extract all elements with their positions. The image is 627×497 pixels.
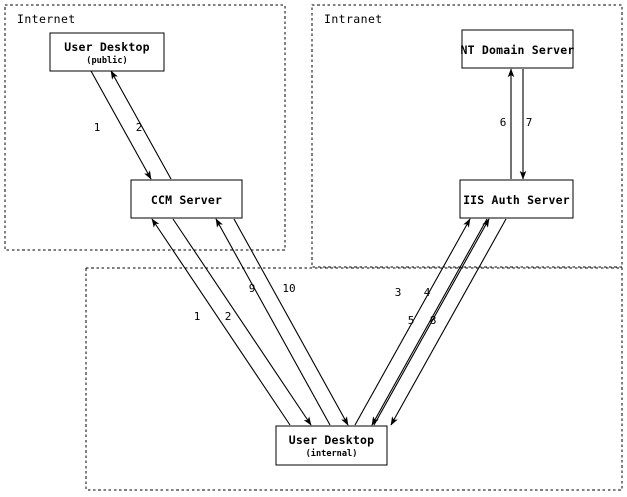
step-label-2-ccm-server: 2: [225, 310, 232, 323]
step-label-5-user-desktop-internal: 5: [408, 314, 415, 327]
node-ccm-server[interactable]: CCM Server: [130, 179, 243, 219]
flow-arrow-step-1-user-desktop-internal-to-ccm-server: [151, 218, 291, 426]
step-label-1-user-desktop-internal: 1: [194, 310, 201, 323]
zone-internet: Internet: [4, 4, 286, 251]
step-label-3-user-desktop-internal: 3: [395, 286, 402, 299]
zone-internal: [85, 267, 623, 491]
step-label-10-ccm-server: 10: [282, 282, 295, 295]
node-iis-auth-server[interactable]: IIS Auth Server: [459, 179, 574, 219]
node-user-desktop-public[interactable]: User Desktop(public): [49, 32, 165, 72]
node-user-desktop-internal[interactable]: User Desktop(internal): [275, 425, 388, 466]
zone-label-internet: Internet: [17, 12, 76, 26]
flow-arrow-step-9-user-desktop-internal-to-ccm-server: [215, 218, 331, 426]
step-label-8-iis-auth-server: 8: [430, 314, 437, 327]
step-label-7-nt-domain-server: 7: [526, 116, 533, 129]
node-box-user-desktop-internal[interactable]: [275, 425, 388, 466]
node-title-nt-domain-server: NT Domain Server: [461, 43, 575, 57]
node-subtitle-user-desktop-internal: (internal): [306, 448, 358, 459]
node-box-user-desktop-public[interactable]: [49, 32, 165, 72]
node-subtitle-user-desktop-public: (public): [86, 55, 127, 66]
flow-arrow-step-8-iis-auth-server-to-user-desktop-internal: [390, 218, 507, 426]
flow-arrow-step-2-ccm-server-to-user-desktop-internal: [172, 218, 312, 426]
zone-boundaries: Internet Intranet: [4, 4, 623, 491]
node-title-iis-auth-server: IIS Auth Server: [463, 193, 570, 207]
step-label-9-user-desktop-internal: 9: [249, 282, 256, 295]
flow-arrow-step-2-ccm-server-to-user-desktop-public: [110, 70, 172, 180]
zone-intranet: Intranet: [311, 4, 623, 268]
node-title-user-desktop-public: User Desktop: [64, 40, 149, 54]
flow-step-labels: 1 2 1 2 3 4 5 8 6 7 9 10: [94, 116, 533, 327]
flow-arrow-step-5-user-desktop-internal-to-iis-auth-server: [373, 218, 490, 426]
node-nt-domain-server[interactable]: NT Domain Server: [461, 29, 575, 69]
zone-border-internet: [4, 4, 286, 251]
flow-arrow-step-10-ccm-server-to-user-desktop-internal: [233, 218, 349, 426]
step-label-1-user-desktop-public: 1: [94, 121, 101, 134]
step-label-2-ccm-server: 2: [136, 121, 143, 134]
node-title-ccm-server: CCM Server: [151, 193, 222, 207]
zone-label-intranet: Intranet: [324, 12, 383, 26]
flow-arrows: [90, 68, 527, 426]
flow-arrow-step-3-user-desktop-internal-to-iis-auth-server: [354, 218, 471, 426]
node-box-nt-domain-server[interactable]: [461, 29, 574, 69]
step-label-4-iis-auth-server: 4: [424, 286, 431, 299]
node-title-user-desktop-internal: User Desktop: [289, 433, 374, 447]
flow-arrow-step-4-iis-auth-server-to-user-desktop-internal: [371, 218, 488, 426]
flow-arrow-step-1-user-desktop-public-to-ccm-server: [90, 70, 152, 180]
node-box-ccm-server[interactable]: [130, 179, 243, 219]
zone-border-internal: [85, 267, 623, 491]
node-box-iis-auth-server[interactable]: [459, 179, 574, 219]
step-label-6-iis-auth-server: 6: [500, 116, 507, 129]
